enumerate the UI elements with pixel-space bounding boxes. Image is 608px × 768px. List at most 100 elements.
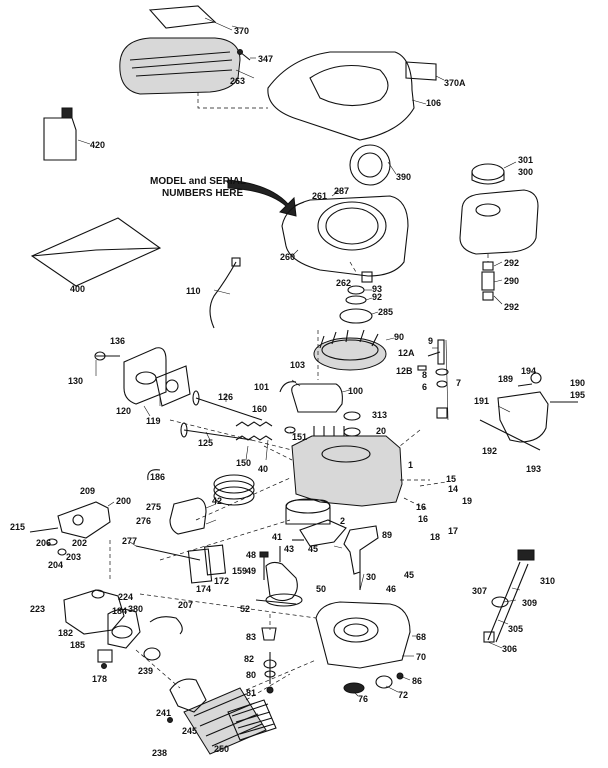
part-label: 305 <box>508 624 523 634</box>
part-label: 43 <box>284 544 294 554</box>
part-label: 287 <box>334 186 349 196</box>
part-label: 12A <box>398 348 415 358</box>
part-label: 178 <box>92 674 107 684</box>
part-label: 103 <box>290 360 305 370</box>
part-label: 106 <box>426 98 441 108</box>
part-label: 420 <box>90 140 105 150</box>
part-label: 347 <box>258 54 273 64</box>
part-label: 8 <box>422 370 427 380</box>
flywheel-hardware <box>339 271 379 324</box>
part-label: 90 <box>394 332 404 342</box>
part-label: 50 <box>316 584 326 594</box>
flywheel <box>313 329 395 371</box>
part-label: 30 <box>366 572 376 582</box>
fuel-line-assembly <box>481 254 503 305</box>
part-label: 159 <box>232 566 247 576</box>
part-label: 81 <box>246 688 256 698</box>
part-label: 194 <box>521 366 536 376</box>
part-label: 48 <box>246 550 256 560</box>
part-label: 2 <box>340 516 345 526</box>
part-label: 160 <box>252 404 267 414</box>
part-label: 184 <box>112 606 127 616</box>
control-bracket <box>479 372 578 451</box>
part-label: 45 <box>404 570 414 580</box>
part-label: 380 <box>128 604 143 614</box>
part-label: 12B <box>396 366 413 376</box>
part-label: 72 <box>398 690 408 700</box>
part-label: 292 <box>504 302 519 312</box>
part-label: 239 <box>138 666 153 676</box>
part-label: 215 <box>10 522 25 532</box>
cylinder-head <box>94 347 167 405</box>
piston-rings <box>213 474 255 506</box>
part-label: 89 <box>382 530 392 540</box>
part-label: 20 <box>376 426 386 436</box>
part-label: 186 <box>150 472 165 482</box>
part-label: 136 <box>110 336 125 346</box>
part-label: 306 <box>502 644 517 654</box>
fuel-bowl <box>101 647 161 669</box>
part-label: 7 <box>456 378 461 388</box>
part-label: 52 <box>240 604 250 614</box>
part-label: 189 <box>498 374 513 384</box>
part-label: 9 <box>428 336 433 346</box>
air-filter-cartridge <box>227 699 277 741</box>
part-label: 18 <box>430 532 440 542</box>
part-label: 190 <box>570 378 585 388</box>
part-label: 120 <box>116 406 131 416</box>
part-label: 290 <box>504 276 519 286</box>
foam-precleaner <box>183 687 267 755</box>
part-label: 83 <box>246 632 256 642</box>
oil-sump <box>315 601 411 669</box>
part-label: 182 <box>58 628 73 638</box>
oil-bottle <box>43 107 91 161</box>
screw-347 <box>237 49 251 61</box>
part-label: 370A <box>444 78 466 88</box>
part-label: 206 <box>36 538 51 548</box>
model-serial-arrow <box>227 179 297 217</box>
part-label: 203 <box>66 552 81 562</box>
part-label: 86 <box>412 676 422 686</box>
part-label: 110 <box>186 286 201 296</box>
coil-and-bracket <box>279 379 351 413</box>
part-label: 263 <box>230 76 245 86</box>
crankshaft <box>343 525 379 590</box>
part-label: 261 <box>312 191 327 201</box>
part-label: 16 <box>416 502 426 512</box>
part-label: 15 <box>446 474 456 484</box>
part-label: 92 <box>372 292 382 302</box>
part-label: 76 <box>358 694 368 704</box>
part-label: 151 <box>292 432 307 442</box>
part-label: 370 <box>234 26 249 36</box>
part-label: 400 <box>70 284 85 294</box>
head-gasket <box>155 365 191 407</box>
part-label: 209 <box>80 486 95 496</box>
part-label: 200 <box>116 496 131 506</box>
valves <box>180 390 296 441</box>
part-label: 238 <box>152 748 167 758</box>
part-label: 292 <box>504 258 519 268</box>
part-label: 207 <box>178 600 193 610</box>
part-label: 70 <box>416 652 426 662</box>
governor-parts <box>417 339 449 421</box>
part-label: 16 <box>418 514 428 524</box>
part-label: 82 <box>244 654 254 664</box>
air-cleaner-base <box>167 678 207 723</box>
part-label: 192 <box>482 446 497 456</box>
ignition-wire <box>209 257 241 329</box>
part-label: 126 <box>218 392 233 402</box>
part-label: 130 <box>68 376 83 386</box>
part-label: 390 <box>396 172 411 182</box>
part-label: 204 <box>48 560 63 570</box>
part-label: 6 <box>422 382 427 392</box>
connecting-rod <box>292 519 347 547</box>
oil-screen-parts <box>261 627 277 694</box>
air-cleaner-cover <box>119 37 255 95</box>
air-guide-plates <box>187 544 227 584</box>
part-label: 285 <box>378 307 393 317</box>
leader-lines <box>95 25 521 701</box>
owners-manual <box>30 217 162 290</box>
model-serial-note-line1: MODEL and SERIAL <box>150 176 246 187</box>
